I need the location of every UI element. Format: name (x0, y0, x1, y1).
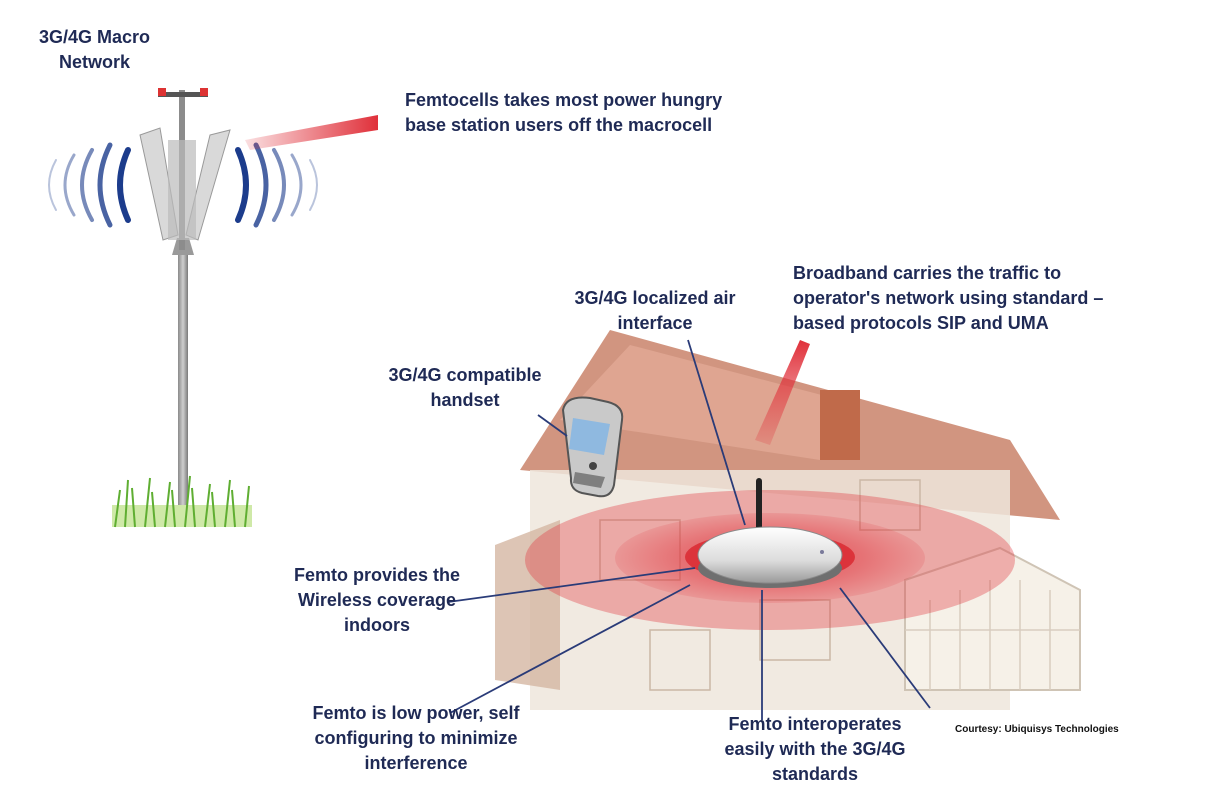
mobile-phone-icon (561, 396, 624, 498)
courtesy-credit: Courtesy: Ubiquisys Technologies (955, 724, 1119, 735)
grass-icon (112, 475, 252, 528)
broadband-beam (755, 340, 810, 445)
broadband-label: Broadband carries the traffic to operato… (793, 263, 1104, 333)
femtocells-offload-label: Femtocells takes most power hungry base … (405, 90, 723, 135)
air-interface-label: 3G/4G localized air interface (574, 288, 736, 333)
femtocell-device-icon (697, 478, 843, 588)
leader-lines (447, 339, 931, 720)
handset-label: 3G/4G compatible handset (388, 365, 542, 410)
radio-waves-icon (48, 142, 318, 228)
interoperates-label: Femto interoperates easily with the 3G/4… (724, 714, 906, 784)
low-power-label: Femto is low power, self configuring to … (312, 703, 520, 773)
coverage-label: Femto provides the Wireless coverage ind… (293, 565, 461, 635)
macro-network-label: 3G/4G Macro Network (38, 27, 151, 72)
cell-tower-icon (139, 88, 231, 510)
offload-beam (245, 115, 378, 150)
